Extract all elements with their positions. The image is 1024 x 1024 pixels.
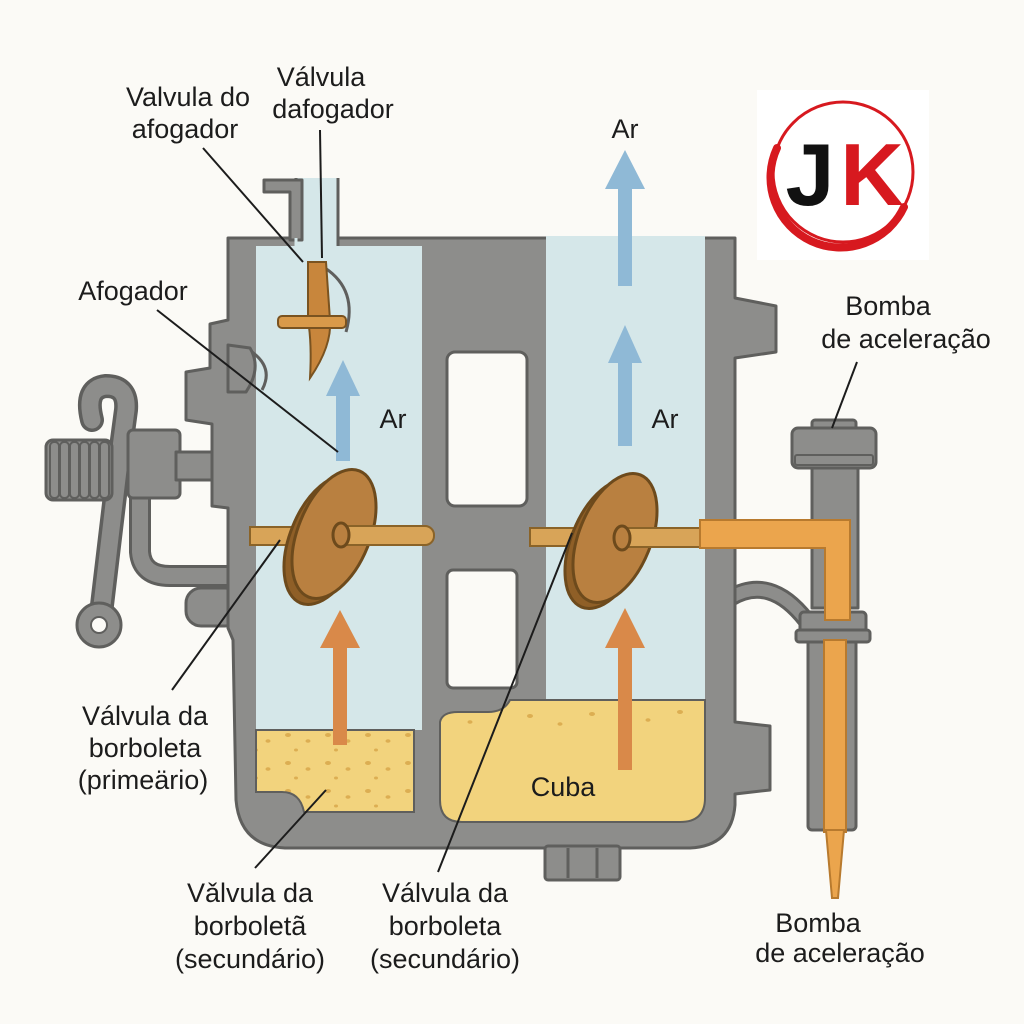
air-arrow-secondary	[608, 325, 642, 446]
logo-background	[757, 90, 929, 260]
label-choke-valve-top-line2: dafogador	[272, 94, 394, 124]
label-accel-pump-bottom-line2: de aceleração	[755, 938, 925, 968]
choke-curve	[324, 266, 351, 333]
leader-choke-valve-top	[319, 129, 323, 259]
label-throttle-secondary-mid-line1: Válvula da	[382, 878, 509, 908]
choke-wall-notch	[226, 343, 257, 394]
fuel-arrow-secondary	[605, 608, 645, 770]
leader-choke	[156, 309, 339, 453]
choke-plate	[277, 315, 347, 329]
leader-throttle-primary	[171, 539, 281, 691]
bowl-speckles	[467, 710, 683, 726]
leader-throttle-secondary-left	[254, 789, 327, 869]
secondary-throttle-valve	[529, 472, 711, 610]
label-throttle-primary-line1: Válvula da	[82, 701, 209, 731]
label-choke-valve-left-line1: Valvula do	[126, 82, 250, 112]
choke-valve	[277, 261, 351, 382]
jk-logo: J K	[757, 90, 929, 260]
label-accel-pump-top-line1: Bomba	[845, 291, 932, 321]
label-accel-pump-bottom-line1: Bomba	[775, 908, 862, 938]
leader-lines	[156, 129, 858, 873]
label-air-top: Ar	[612, 114, 639, 144]
leader-throttle-secondary-mid	[437, 532, 573, 873]
primary-throttle-valve	[249, 468, 435, 606]
label-throttle-secondary-left-line1: Vǎlvula da	[187, 878, 314, 908]
primary-fuel	[255, 729, 415, 813]
label-throttle-primary-line2: borboleta	[89, 733, 203, 763]
logo-swoosh	[766, 144, 908, 252]
middle-window-lower	[445, 568, 519, 690]
label-throttle-primary-line3: (primeärio)	[78, 765, 209, 795]
air-arrow-top	[605, 150, 645, 286]
label-choke-valve-top-line1: Válvula	[277, 62, 367, 92]
label-choke: Afogador	[78, 276, 188, 306]
drain-nut	[543, 844, 622, 882]
leader-accel-pump-top	[831, 361, 858, 429]
label-accel-pump-top-line2: de aceleração	[821, 324, 991, 354]
fuel-arrow-primary	[320, 610, 360, 745]
middle-window-upper	[445, 350, 529, 508]
air-arrow-primary	[326, 360, 360, 461]
lever-ring-hole	[90, 616, 108, 634]
label-throttle-secondary-left-line2: borboletã	[194, 911, 308, 941]
label-air-secondary: Ar	[652, 404, 679, 434]
linkage-block	[126, 428, 182, 500]
float-bowl	[439, 699, 706, 823]
accelerator-pump-rod	[699, 519, 851, 899]
label-throttle-secondary-mid-line3: (secundário)	[370, 944, 520, 974]
return-spring	[44, 438, 114, 502]
labels: Valvula do afogador Válvula dafogador Ar…	[78, 62, 991, 974]
choke-bracket	[262, 178, 304, 242]
label-air-primary: Ar	[380, 404, 407, 434]
logo-letter-k: K	[840, 125, 904, 224]
label-throttle-secondary-mid-line2: borboleta	[389, 911, 503, 941]
leader-choke-valve-left	[202, 147, 304, 263]
label-bowl: Cuba	[531, 772, 597, 802]
label-choke-valve-left-line2: afogador	[132, 114, 239, 144]
label-throttle-secondary-left-line3: (secundário)	[175, 944, 325, 974]
throttle-linkage	[44, 373, 242, 649]
logo-letter-j: J	[786, 125, 835, 224]
